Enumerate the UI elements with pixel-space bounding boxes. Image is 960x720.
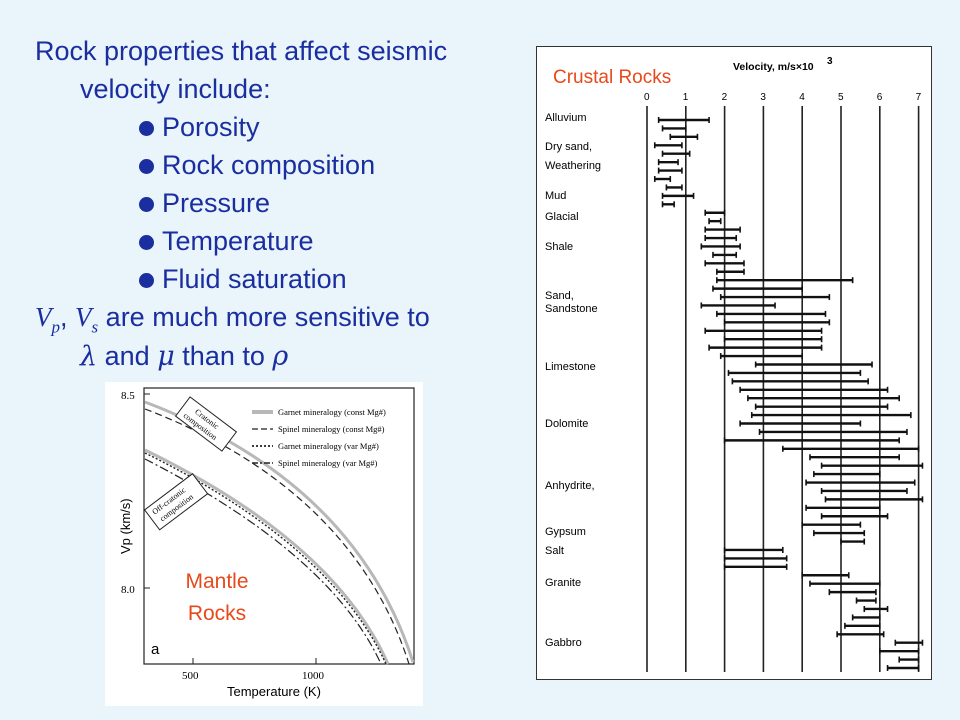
- vs-subscript: s: [91, 317, 99, 337]
- bullet-temperature: Temperature: [162, 226, 314, 256]
- velocity-tick-label: 7: [916, 92, 922, 103]
- than-text: than to: [182, 341, 265, 371]
- rock-label: Alluvium: [545, 112, 587, 124]
- rock-label: Sandstone: [545, 303, 598, 315]
- velocity-tick-label: 3: [760, 92, 766, 103]
- velocity-tick-label: 1: [683, 92, 689, 103]
- bullet-dot: [139, 197, 154, 212]
- rock-label: Limestone: [545, 361, 596, 373]
- mantle-label-line-1: Mantle: [185, 570, 248, 593]
- bullet-dot: [139, 273, 154, 288]
- bullet-dot: [139, 121, 154, 136]
- bullet-dot: [139, 235, 154, 250]
- curve-garnet-var: [144, 452, 387, 665]
- mantle-figure-bg: [105, 382, 423, 706]
- velocity-tick-label: 0: [644, 92, 650, 103]
- rock-label: Gypsum: [545, 526, 586, 538]
- crustal-label: Crustal Rocks: [553, 67, 671, 88]
- rock-label: Salt: [545, 545, 564, 557]
- velocity-tick-label: 5: [838, 92, 844, 103]
- curve-garnet-const-offcraton: [144, 448, 390, 665]
- bullet-porosity: Porosity: [162, 112, 260, 142]
- vp-symbol: V: [35, 302, 52, 332]
- legend-garnet-const: Garnet mineralogy (const Mg#): [278, 407, 386, 417]
- rock-label: Weathering: [545, 160, 601, 172]
- rock-label: Dry sand,: [545, 141, 592, 153]
- bullet-fluid-saturation: Fluid saturation: [162, 264, 347, 294]
- mantle-ylabel: Vp (km/s): [118, 498, 133, 554]
- mu-symbol: μ: [157, 341, 175, 372]
- xtick-500: 500: [182, 670, 199, 682]
- and-text: and: [104, 341, 150, 371]
- velocity-header: Velocity, m/s×10: [733, 61, 814, 73]
- sensitivity-text: are much more sensitive to: [105, 302, 430, 332]
- velocity-range-bars: [653, 117, 924, 671]
- legend-spinel-var: Spinel mineralogy (var Mg#): [278, 458, 378, 468]
- rock-label: Dolomite: [545, 418, 588, 430]
- velocity-exponent: 3: [827, 56, 833, 67]
- legend-garnet-var: Garnet mineralogy (var Mg#): [278, 441, 379, 451]
- mantle-xlabel: Temperature (K): [227, 684, 321, 699]
- vs-symbol: V: [75, 302, 92, 332]
- intro-line-1: Rock properties that affect seismic: [35, 36, 448, 66]
- velocity-tick-label: 2: [722, 92, 728, 103]
- intro-line-2: velocity include:: [80, 74, 271, 104]
- offcratonic-box-frame: [143, 473, 209, 531]
- rock-label: Glacial: [545, 211, 579, 223]
- ytick-8-0: 8.0: [121, 584, 135, 596]
- rock-label: Gabbro: [545, 637, 582, 649]
- lambda-symbol: λ: [80, 341, 98, 372]
- mantle-figure: 8.5 8.0 500 1000 Temperature (K) Vp (km/…: [105, 382, 423, 706]
- rock-label: Granite: [545, 577, 581, 589]
- bullet-pressure: Pressure: [162, 188, 271, 218]
- sensitivity-line-1: Vp, Vs are much more sensitive to: [35, 298, 430, 346]
- rock-label: Sand,: [545, 290, 574, 302]
- sensitivity-line-2: λ and μ than to ρ: [80, 337, 288, 376]
- vp-subscript: p: [51, 317, 61, 337]
- xtick-1000: 1000: [302, 670, 325, 682]
- bullet-dot: [139, 159, 154, 174]
- rock-label: Anhydrite,: [545, 480, 595, 492]
- crustal-figure-frame: [536, 46, 932, 680]
- cratonic-box-frame: [174, 396, 238, 452]
- curve-spinel-var: [144, 458, 382, 665]
- bullet-rock-composition: Rock composition: [162, 150, 376, 180]
- crustal-figure: Crustal Rocks Velocity, m/s×10 3 0 1 2 3 4 5 6…: [536, 46, 932, 680]
- ytick-8-5: 8.5: [121, 390, 135, 402]
- rho-symbol: ρ: [272, 341, 289, 372]
- velocity-tick-label: 4: [799, 92, 805, 103]
- mantle-plot-frame: [143, 387, 415, 665]
- comma: ,: [60, 302, 68, 332]
- mantle-label-line-2: Rocks: [188, 602, 246, 625]
- mantle-legend: Garnet mineralogy (const Mg#) Spinel min…: [252, 407, 386, 468]
- rock-label: Mud: [545, 190, 566, 202]
- curve-spinel-const-craton: [144, 408, 410, 665]
- legend-spinel-const: Spinel mineralogy (const Mg#): [278, 424, 385, 434]
- velocity-tick-label: 6: [877, 92, 883, 103]
- velocity-ticks: 0 1 2 3 4 5 6 7: [644, 92, 922, 103]
- rock-label: Shale: [545, 241, 573, 253]
- panel-letter: a: [151, 641, 160, 658]
